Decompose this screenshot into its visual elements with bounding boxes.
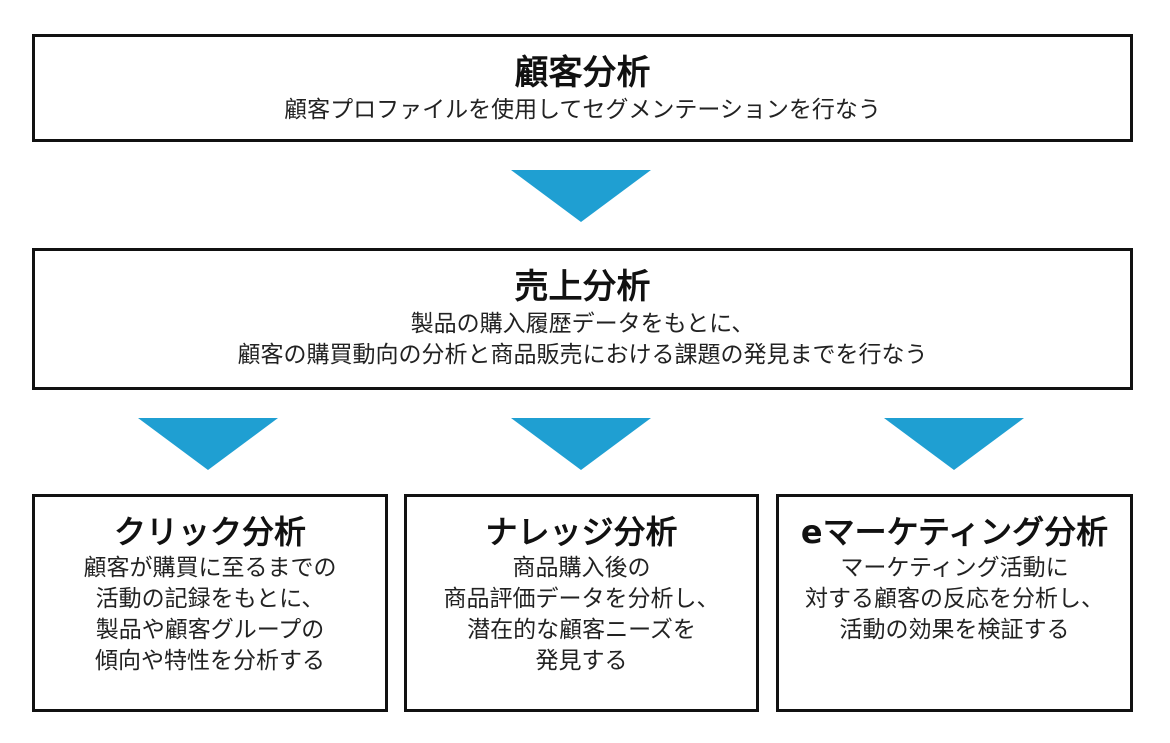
knowledge-analysis-desc-line-1: 商品購入後の [512,555,651,581]
customer-analysis-title: 顧客分析 [514,53,651,93]
emarketing-analysis-desc-line-2: 対する顧客の反応を分析し、 [805,586,1104,612]
sales-analysis-box: 売上分析 製品の購入履歴データをもとに、 顧客の購買動向の分析と商品販売における… [32,248,1133,390]
click-analysis-desc-line-1: 顧客が購買に至るまでの [83,555,337,581]
click-analysis-desc-line-4: 傾向や特性を分析する [95,648,325,674]
arrow-down-icon [511,170,651,222]
customer-analysis-box: 顧客分析 顧客プロファイルを使用してセグメンテーションを行なう [32,34,1133,142]
knowledge-analysis-title: ナレッジ分析 [485,513,678,551]
customer-analysis-desc-line-1: 顧客プロファイルを使用してセグメンテーションを行なう [284,97,881,123]
emarketing-analysis-desc-line-3: 活動の効果を検証する [839,617,1070,643]
sales-analysis-desc-line-1: 製品の購入履歴データをもとに、 [410,311,755,337]
sales-analysis-desc-line-2: 顧客の購買動向の分析と商品販売における課題の発見までを行なう [237,342,928,368]
emarketing-analysis-title: eマーケティング分析 [800,513,1109,551]
click-analysis-title: クリック分析 [113,513,306,551]
knowledge-analysis-box: ナレッジ分析 商品購入後の 商品評価データを分析し、 潜在的な顧客ニーズを 発見… [404,494,759,712]
click-analysis-box: クリック分析 顧客が購買に至るまでの 活動の記録をもとに、 製品や顧客グループの… [32,494,388,712]
sales-analysis-title: 売上分析 [514,267,651,307]
arrow-down-icon [884,418,1024,470]
knowledge-analysis-desc-line-2: 商品評価データを分析し、 [443,586,720,612]
arrow-down-icon [138,418,278,470]
emarketing-analysis-box: eマーケティング分析 マーケティング活動に 対する顧客の反応を分析し、 活動の効… [776,494,1133,712]
knowledge-analysis-desc-line-3: 潜在的な顧客ニーズを [467,617,696,643]
emarketing-analysis-desc-line-1: マーケティング活動に [840,555,1069,581]
arrow-down-icon [511,418,651,470]
knowledge-analysis-desc-line-4: 発見する [535,648,628,674]
click-analysis-desc-line-3: 製品や顧客グループの [95,617,325,643]
click-analysis-desc-line-2: 活動の記録をもとに、 [95,586,325,612]
